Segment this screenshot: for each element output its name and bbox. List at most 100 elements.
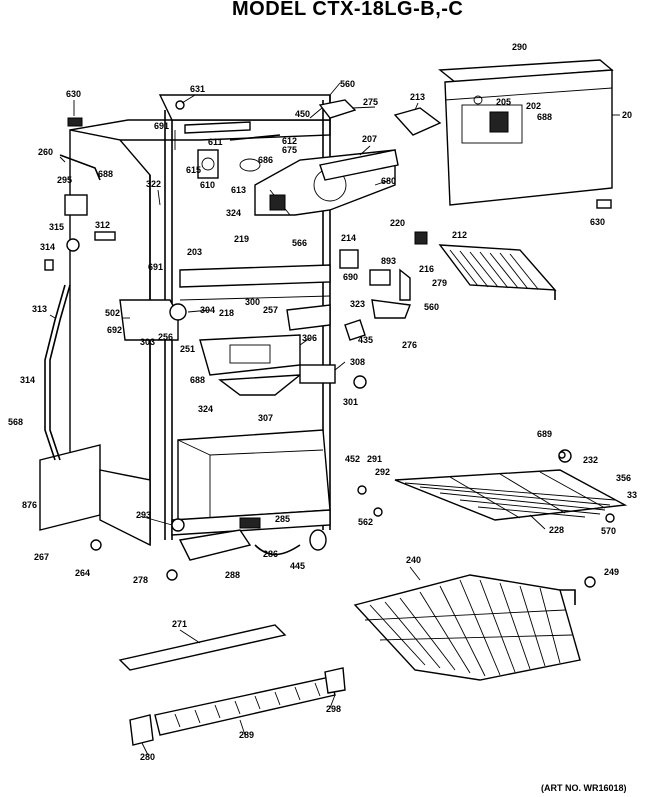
label-289: 289 <box>239 730 254 740</box>
label-568: 568 <box>8 417 23 427</box>
label-240: 240 <box>406 555 421 565</box>
label-631: 631 <box>190 84 205 94</box>
freezer-motor-components <box>184 121 281 179</box>
label-566: 566 <box>292 238 307 248</box>
label-257: 257 <box>263 305 278 315</box>
evaporator-cover <box>438 59 614 206</box>
toe-grille <box>129 667 346 746</box>
model-title: MODEL CTX-18LG-B,-C <box>232 0 464 20</box>
label-275: 275 <box>363 97 378 107</box>
crisper-basket <box>353 574 581 681</box>
label-298: 298 <box>326 704 341 714</box>
label-220: 220 <box>390 218 405 228</box>
label-213: 213 <box>410 92 425 102</box>
label-313: 313 <box>32 304 47 314</box>
label-285: 285 <box>275 514 290 524</box>
label-228: 228 <box>549 525 564 535</box>
bracket-parts <box>286 231 428 389</box>
label-271: 271 <box>172 619 187 629</box>
label-300: 300 <box>245 297 260 307</box>
evaporator-fan-assembly <box>254 149 399 216</box>
label-314: 314 <box>40 242 55 252</box>
control-housing <box>119 299 336 396</box>
label-278: 278 <box>133 575 148 585</box>
label-280: 280 <box>140 752 155 762</box>
cabinet-body <box>39 94 331 547</box>
label-276: 276 <box>402 340 417 350</box>
ice-tray <box>318 99 442 136</box>
label-435: 435 <box>358 335 373 345</box>
label-450: 450 <box>295 109 310 119</box>
label-312: 312 <box>95 220 110 230</box>
label-611: 611 <box>208 137 223 147</box>
label-680: 680 <box>381 176 396 186</box>
label-356: 356 <box>616 473 631 483</box>
label-216: 216 <box>419 264 434 274</box>
label-613: 613 <box>231 185 246 195</box>
label-688-b: 688 <box>98 169 113 179</box>
label-202: 202 <box>526 101 541 111</box>
art-number: (ART NO. WR16018) <box>541 783 627 793</box>
label-688: 688 <box>537 112 552 122</box>
label-560-b: 560 <box>424 302 439 312</box>
freezer-wire-shelf <box>438 244 557 300</box>
label-251: 251 <box>180 344 195 354</box>
label-876: 876 <box>22 500 37 510</box>
left-hinge-parts <box>44 117 116 461</box>
label-207: 207 <box>362 134 377 144</box>
label-264: 264 <box>75 568 90 578</box>
label-562: 562 <box>358 517 373 527</box>
label-502: 502 <box>105 308 120 318</box>
label-267: 267 <box>34 552 49 562</box>
label-893: 893 <box>381 256 396 266</box>
label-33: 33 <box>627 490 637 500</box>
label-688-c: 688 <box>190 375 205 385</box>
label-324: 324 <box>226 208 241 218</box>
label-286: 286 <box>263 549 278 559</box>
label-249: 249 <box>604 567 619 577</box>
label-212: 212 <box>452 230 467 240</box>
label-691: 691 <box>154 121 169 131</box>
label-288: 288 <box>225 570 240 580</box>
label-612: 612 <box>282 136 297 146</box>
label-301: 301 <box>343 397 358 407</box>
label-232: 232 <box>583 455 598 465</box>
bottom-components <box>171 517 327 561</box>
label-323: 323 <box>350 299 365 309</box>
label-292: 292 <box>375 467 390 477</box>
label-20: 20 <box>622 110 632 120</box>
label-203: 203 <box>187 247 202 257</box>
part-labels: 630 631 560 275 213 290 205 202 688 20 4… <box>8 42 637 762</box>
label-690: 690 <box>343 272 358 282</box>
label-615: 615 <box>186 165 201 175</box>
label-445: 445 <box>290 561 305 571</box>
label-630: 630 <box>66 89 81 99</box>
label-692: 692 <box>107 325 122 335</box>
label-452: 452 <box>345 454 360 464</box>
label-293: 293 <box>136 510 151 520</box>
base-rail <box>118 624 287 671</box>
label-219: 219 <box>234 234 249 244</box>
label-560: 560 <box>340 79 355 89</box>
label-303: 303 <box>140 337 155 347</box>
label-279: 279 <box>432 278 447 288</box>
label-689: 689 <box>537 429 552 439</box>
label-295: 295 <box>57 175 72 185</box>
label-322: 322 <box>146 179 161 189</box>
label-630-b: 630 <box>590 217 605 227</box>
label-290: 290 <box>512 42 527 52</box>
label-214: 214 <box>341 233 356 243</box>
label-314-b: 314 <box>20 375 35 385</box>
label-307: 307 <box>258 413 273 423</box>
label-610: 610 <box>200 180 215 190</box>
label-324-b: 324 <box>198 404 213 414</box>
label-691-b: 691 <box>148 262 163 272</box>
label-675: 675 <box>282 145 297 155</box>
label-308: 308 <box>350 357 365 367</box>
label-570: 570 <box>601 526 616 536</box>
label-315: 315 <box>49 222 64 232</box>
label-218: 218 <box>219 308 234 318</box>
label-205: 205 <box>496 97 511 107</box>
label-260: 260 <box>38 147 53 157</box>
